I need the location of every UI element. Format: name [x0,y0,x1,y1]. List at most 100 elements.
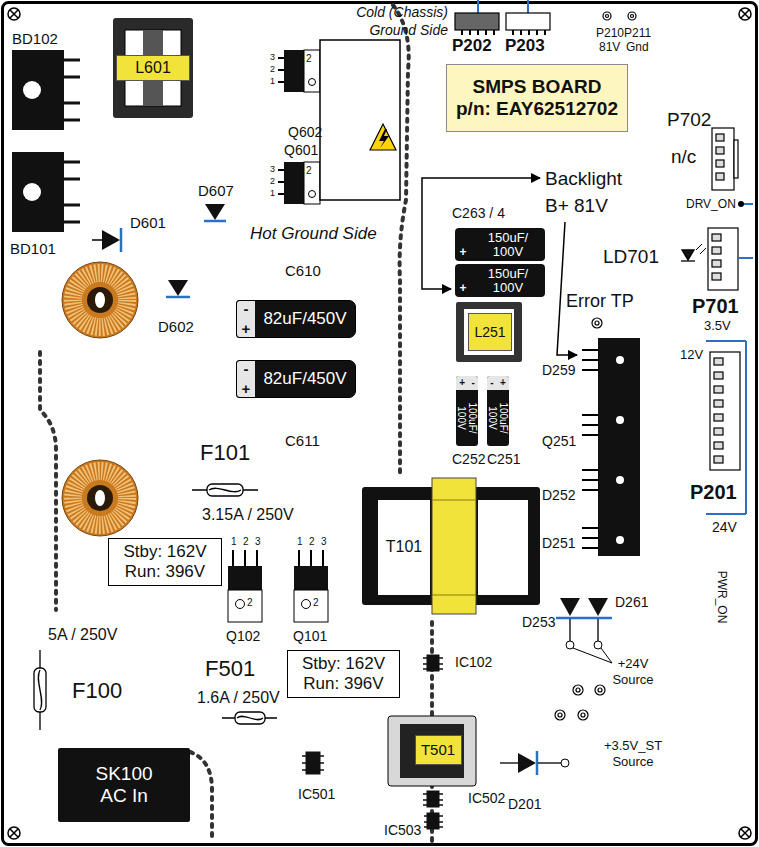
toroid-coil [95,292,105,308]
connector-symbol [716,173,724,180]
inductor-band: L251 [468,313,512,351]
bridge-rectifier [12,152,64,232]
part-label: Q251 [542,433,576,450]
part-label: Q601 [284,142,318,159]
heatsink [320,40,400,200]
diode-symbol [92,239,102,241]
transistor-symbol [294,590,328,622]
diode-symbol [560,598,580,616]
voltage-label: 3.5V [704,318,731,334]
connector-symbol [714,428,723,435]
part-label: IC503 [384,822,421,839]
signal-wire [738,257,753,259]
diode-symbol [570,619,598,641]
box-text: L601 [135,59,171,77]
source-label: +3.5V_ST Source [592,738,674,770]
part-label: D607 [198,182,234,200]
mounting-screw [8,8,20,20]
transformer-body [478,500,528,595]
fuse-symbol [235,712,265,724]
mosfet-symbol [278,58,284,82]
signal-label: Gnd [626,40,649,54]
part-label: IC502 [468,790,505,807]
toroid-coil [87,485,113,511]
capacitor-face: 100uF/ 100V [487,390,509,446]
part-label: F100 [72,678,122,704]
voltage-box: Stby: 162V Run: 396V [287,650,400,698]
polarity-mark: + [242,381,251,397]
transistor-symbol [294,566,328,590]
part-label: BD102 [12,30,58,48]
inductor-core [113,18,193,118]
ic-chip [423,658,443,669]
capacitor-face: 82uF/450V [255,361,355,397]
ic-chip [306,752,320,774]
connector-symbol [716,160,724,167]
capacitor-face: 82uF/450V [255,301,355,337]
fuse-symbol [209,488,241,491]
box-text: T501 [421,741,455,758]
capacitor-rating: 82uF/450V [263,309,346,329]
mounting-screw [10,10,18,18]
part-label: D601 [130,214,166,232]
capacitor-end: -+ [237,301,255,337]
connector-symbol [716,147,724,154]
capacitor-end: +- [456,376,478,390]
transformer-body [388,716,476,786]
pin-number: 2 [270,64,275,75]
part-label: Q602 [288,124,322,141]
test-point [558,713,562,717]
part-label: D253 [522,614,555,631]
polarity-mark: - [244,301,249,317]
part-label: LD701 [603,245,659,268]
capacitor-body: -+ 82uF/450V [236,300,356,338]
part-label: C251 [487,451,520,468]
test-point [555,710,565,720]
title-panel: SMPS BOARDp/n: EAY62512702 [446,64,628,132]
mosfet-symbol [304,162,320,204]
test-point [606,15,609,18]
leader-arrow [422,232,451,289]
capacitor-end: -+ [487,376,509,390]
capacitor-body: +150uF/ 100V [455,264,545,297]
pin-number: 2 [306,53,312,65]
connector-label: P201 [690,480,737,504]
capacitor-body: +-100uF/ 100V [456,376,478,446]
part-label: Q102 [226,628,260,645]
transformer-body [388,716,476,786]
pin-number: 3 [270,164,275,175]
mosfet-symbol [304,50,320,92]
capacitor-rating: 150uF/ 100V [483,231,533,259]
polarity-mark: + [459,377,465,389]
connector-symbol [714,358,723,365]
polarity-mark: - [490,377,493,389]
ic-chip [424,816,443,827]
capacitor-body: -+82uF/450V [236,360,356,398]
ground-divider [40,352,56,610]
bridge-rectifier [64,60,80,120]
bridge-rectifier [12,50,80,232]
connector-symbol [455,13,499,30]
bridge-rectifier [23,183,41,201]
diode-symbol [518,753,536,773]
connector-symbol [714,358,723,463]
part-label: F101 [200,440,250,466]
part-label: IC102 [455,654,492,671]
heatsink [616,356,624,544]
connector-symbol [708,228,738,290]
fuse-symbol [34,668,46,712]
diode-symbol [500,762,518,763]
connector-symbol [714,372,723,379]
diode-symbol [166,296,190,299]
mosfet-symbol [284,50,304,92]
connector-symbol [714,386,723,393]
heatsink [598,338,640,556]
heatsink [582,350,598,548]
capacitor-rating: 100uF/ 100V [487,394,509,442]
panel-heading: SMPS BOARD [473,76,602,98]
led-symbol [681,260,695,261]
capacitor-body: +150uF/ 100V [455,228,545,261]
connector-wire [477,0,479,13]
diode-symbol [120,228,123,252]
part-label: IC501 [298,786,335,803]
